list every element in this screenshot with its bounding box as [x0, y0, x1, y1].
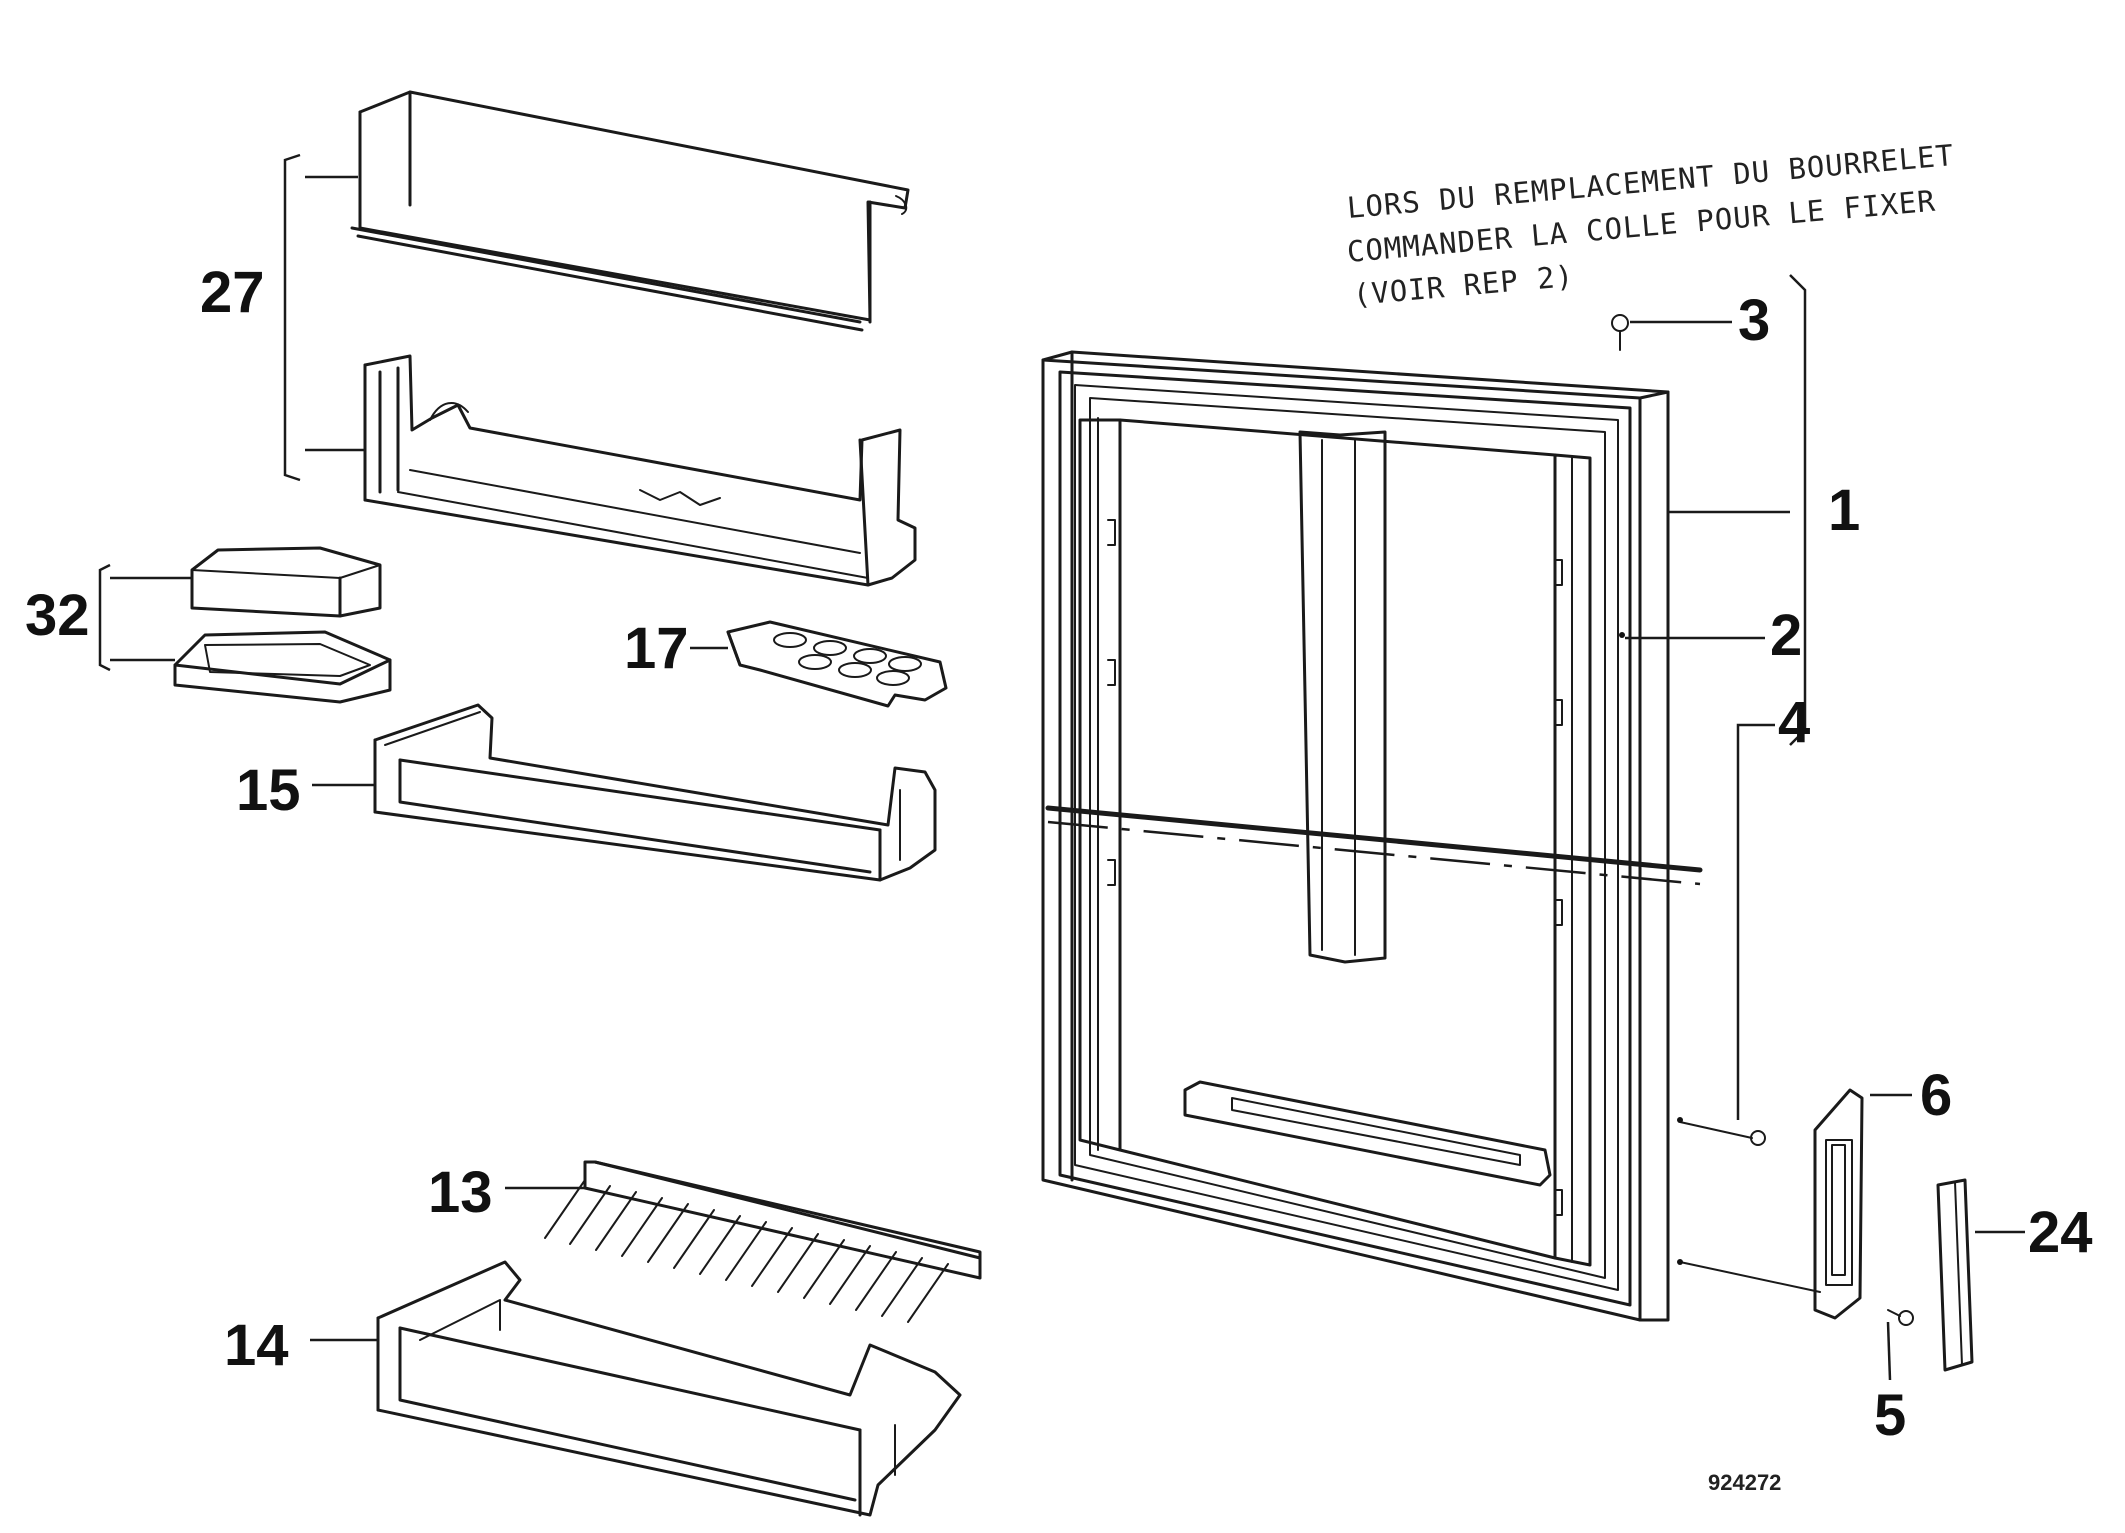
callout-17: 17 [624, 616, 689, 681]
callout-1: 1 [1828, 478, 1860, 543]
callout-3: 3 [1738, 288, 1770, 353]
part-15-door-bin [312, 703, 937, 882]
callout-32: 32 [25, 583, 90, 648]
part-1-door-panel [1041, 350, 1703, 1322]
part-13-bottle-rack [505, 1160, 982, 1323]
callout-13: 13 [428, 1160, 493, 1225]
part-17-egg-tray [690, 620, 948, 708]
replacement-note: LORS DU REMPLACEMENT DU BOURRELET COMMAN… [1346, 138, 1956, 312]
callout-14: 14 [224, 1313, 289, 1378]
part-14-large-door-bin [310, 1260, 962, 1517]
part-27-shelf-assembly [283, 90, 917, 587]
callout-15: 15 [236, 758, 301, 823]
reference-code: 924272 [1708, 1470, 1781, 1495]
callout-5: 5 [1874, 1383, 1906, 1448]
callout-6: 6 [1920, 1063, 1952, 1128]
door-callout-leaders [1611, 274, 2025, 1381]
callout-24: 24 [2028, 1200, 2093, 1265]
callout-4: 4 [1778, 690, 1810, 755]
callout-27: 27 [200, 260, 265, 325]
part-32-butter-dish [98, 546, 392, 704]
callout-2: 2 [1770, 603, 1802, 668]
note-line-3: (VOIR REP 2) [1352, 259, 1576, 312]
